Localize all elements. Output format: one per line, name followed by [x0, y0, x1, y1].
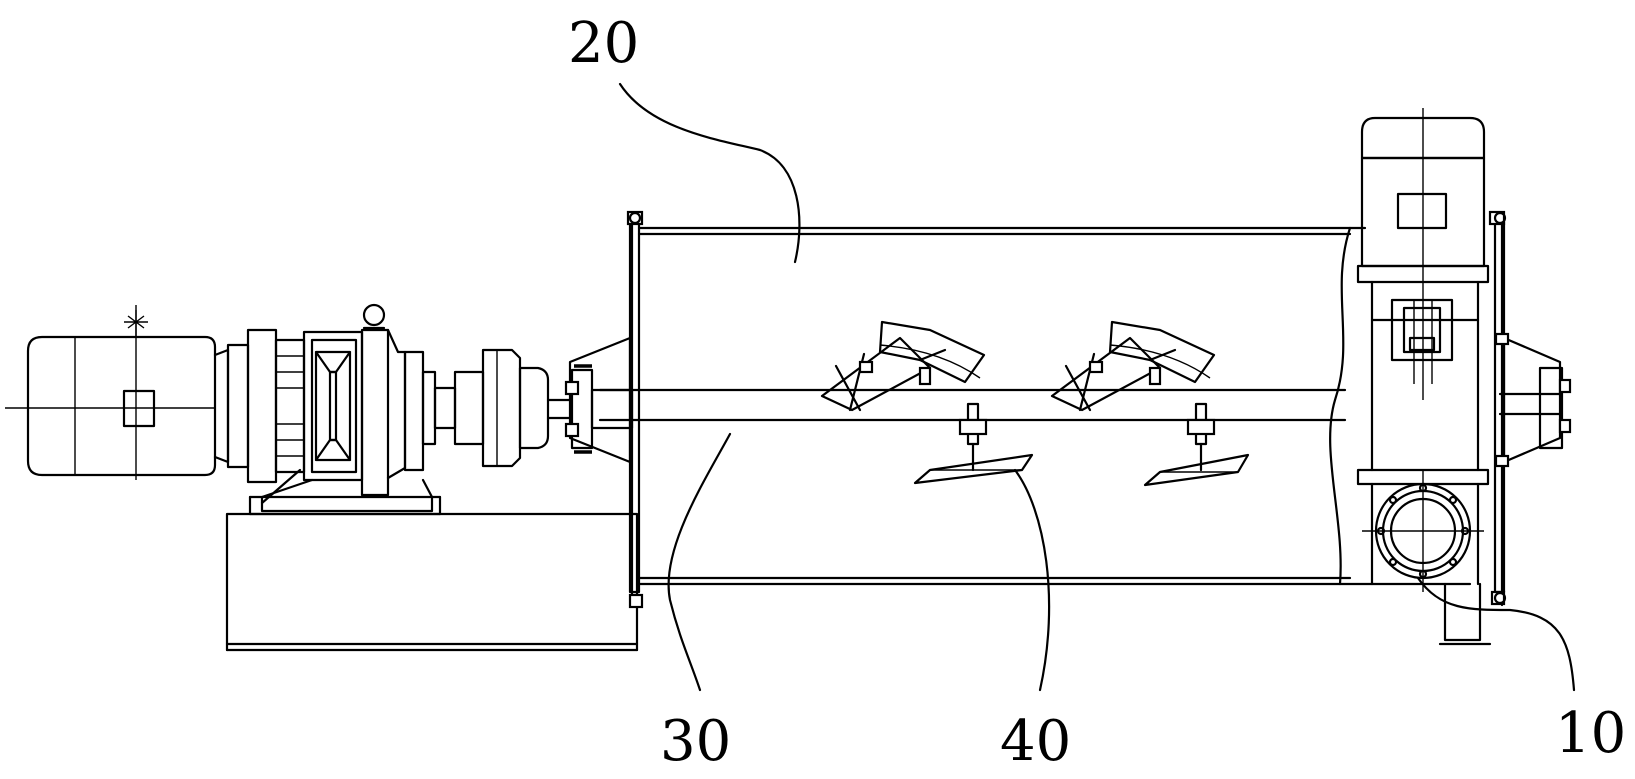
mixing-drum: [637, 210, 1507, 646]
leader-lines: [618, 82, 1576, 692]
discharge-port: [1356, 468, 1490, 592]
callout-label-30: 30: [660, 709, 731, 774]
leader-line-40: [1013, 468, 1051, 692]
top-motor: [1356, 108, 1490, 472]
callout-label-20: 20: [568, 11, 639, 76]
drive-motor: [5, 305, 250, 480]
leader-line-10: [1416, 576, 1576, 692]
paddle-blade: [820, 320, 1250, 487]
left-bearing-housing: [564, 336, 634, 464]
leader-line-30: [667, 432, 732, 692]
agitator-shaft: [598, 388, 1562, 422]
gear-reducer: [246, 303, 457, 516]
leader-line-20: [618, 82, 801, 264]
callout-label-40: 40: [1000, 709, 1071, 774]
base-platform: [225, 512, 639, 652]
shaft-coupling: [453, 348, 572, 468]
left-end-plate: [626, 210, 644, 609]
right-bearing-housing: [1494, 332, 1572, 468]
callout-label-10: 10: [1555, 701, 1626, 766]
